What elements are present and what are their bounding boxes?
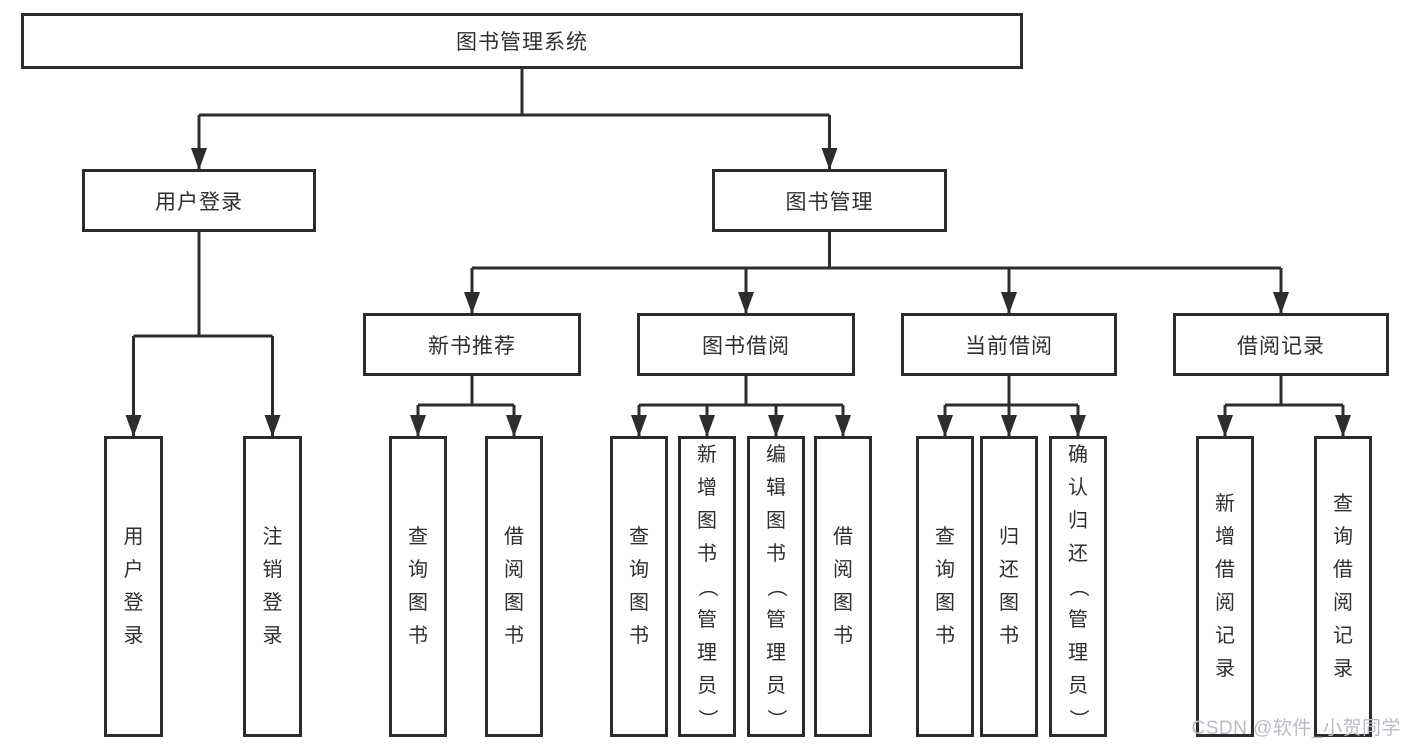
node-book-borrowing: 图书借阅: [637, 313, 855, 376]
leaf-records-add-borrow-record: 新增借阅记录: [1196, 436, 1254, 737]
leaf-borrowing-borrow-books: 借阅图书: [814, 436, 872, 737]
leaf-current-return-books: 归还图书: [980, 436, 1038, 737]
node-current-borrowing: 当前借阅: [901, 313, 1117, 376]
leaf-current-confirm-return-admin: 确认归还（管理员）: [1049, 436, 1107, 737]
leaf-current-query-books: 查询图书: [916, 436, 974, 737]
leaf-records-query-borrow-record: 查询借阅记录: [1314, 436, 1372, 737]
leaf-borrowing-add-books-admin: 新增图书（管理员）: [678, 436, 736, 737]
node-library-management-system: 图书管理系统: [21, 13, 1023, 69]
watermark: CSDN @软件_小贺同学: [1191, 718, 1401, 739]
node-borrowing-records: 借阅记录: [1173, 313, 1389, 376]
node-book-management: 图书管理: [712, 169, 947, 232]
leaf-borrowing-query-books: 查询图书: [610, 436, 668, 737]
leaf-logout-login: 注销登录: [243, 436, 302, 737]
leaf-recommend-query-books: 查询图书: [389, 436, 447, 737]
node-user-login: 用户登录: [82, 169, 316, 232]
leaf-user-login: 用户登录: [104, 436, 163, 737]
leaf-borrowing-edit-books-admin: 编辑图书（管理员）: [747, 436, 805, 737]
node-new-book-recommendation: 新书推荐: [363, 313, 581, 376]
leaf-recommend-borrow-books: 借阅图书: [485, 436, 543, 737]
